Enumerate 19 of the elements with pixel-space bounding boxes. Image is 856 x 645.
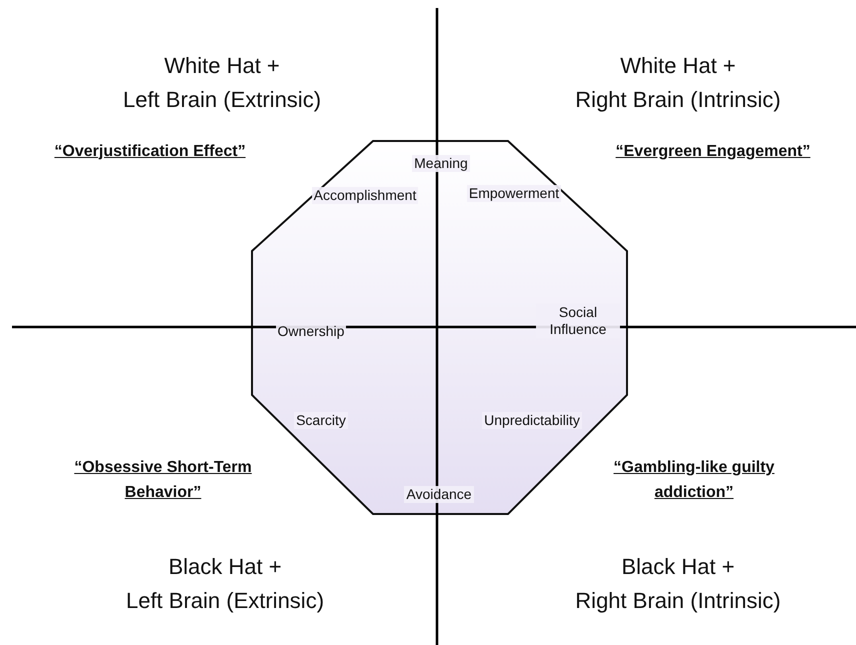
core-drive-label: Ownership xyxy=(276,322,346,340)
quadrant-heading: Right Brain (Intrinsic) xyxy=(575,87,781,113)
quadrant-heading: White Hat + xyxy=(620,53,736,79)
effect-caption: “Evergreen Engagement” xyxy=(614,142,812,162)
core-drive-label: Avoidance xyxy=(404,486,474,502)
core-drive-label: Accomplishment xyxy=(312,186,418,204)
quadrant-heading: Black Hat + xyxy=(621,554,735,580)
core-drive-label: Empowerment xyxy=(466,184,562,202)
core-drive-label: Unpredictability xyxy=(482,412,582,428)
quadrant-heading: White Hat + xyxy=(164,53,280,79)
quadrant-heading: Black Hat + xyxy=(168,554,282,580)
core-drive-label: Scarcity xyxy=(294,412,348,428)
effect-caption: “Overjustification Effect” xyxy=(53,142,247,162)
core-drive-label: Meaning xyxy=(412,154,470,172)
effect-caption: “Gambling-like guilty addiction” xyxy=(612,458,776,503)
quadrant-heading: Left Brain (Extrinsic) xyxy=(126,588,324,614)
quadrant-heading: Left Brain (Extrinsic) xyxy=(122,87,322,113)
effect-caption: “Obsessive Short-Term Behavior” xyxy=(73,458,253,503)
quadrant-heading: Right Brain (Intrinsic) xyxy=(575,588,781,614)
